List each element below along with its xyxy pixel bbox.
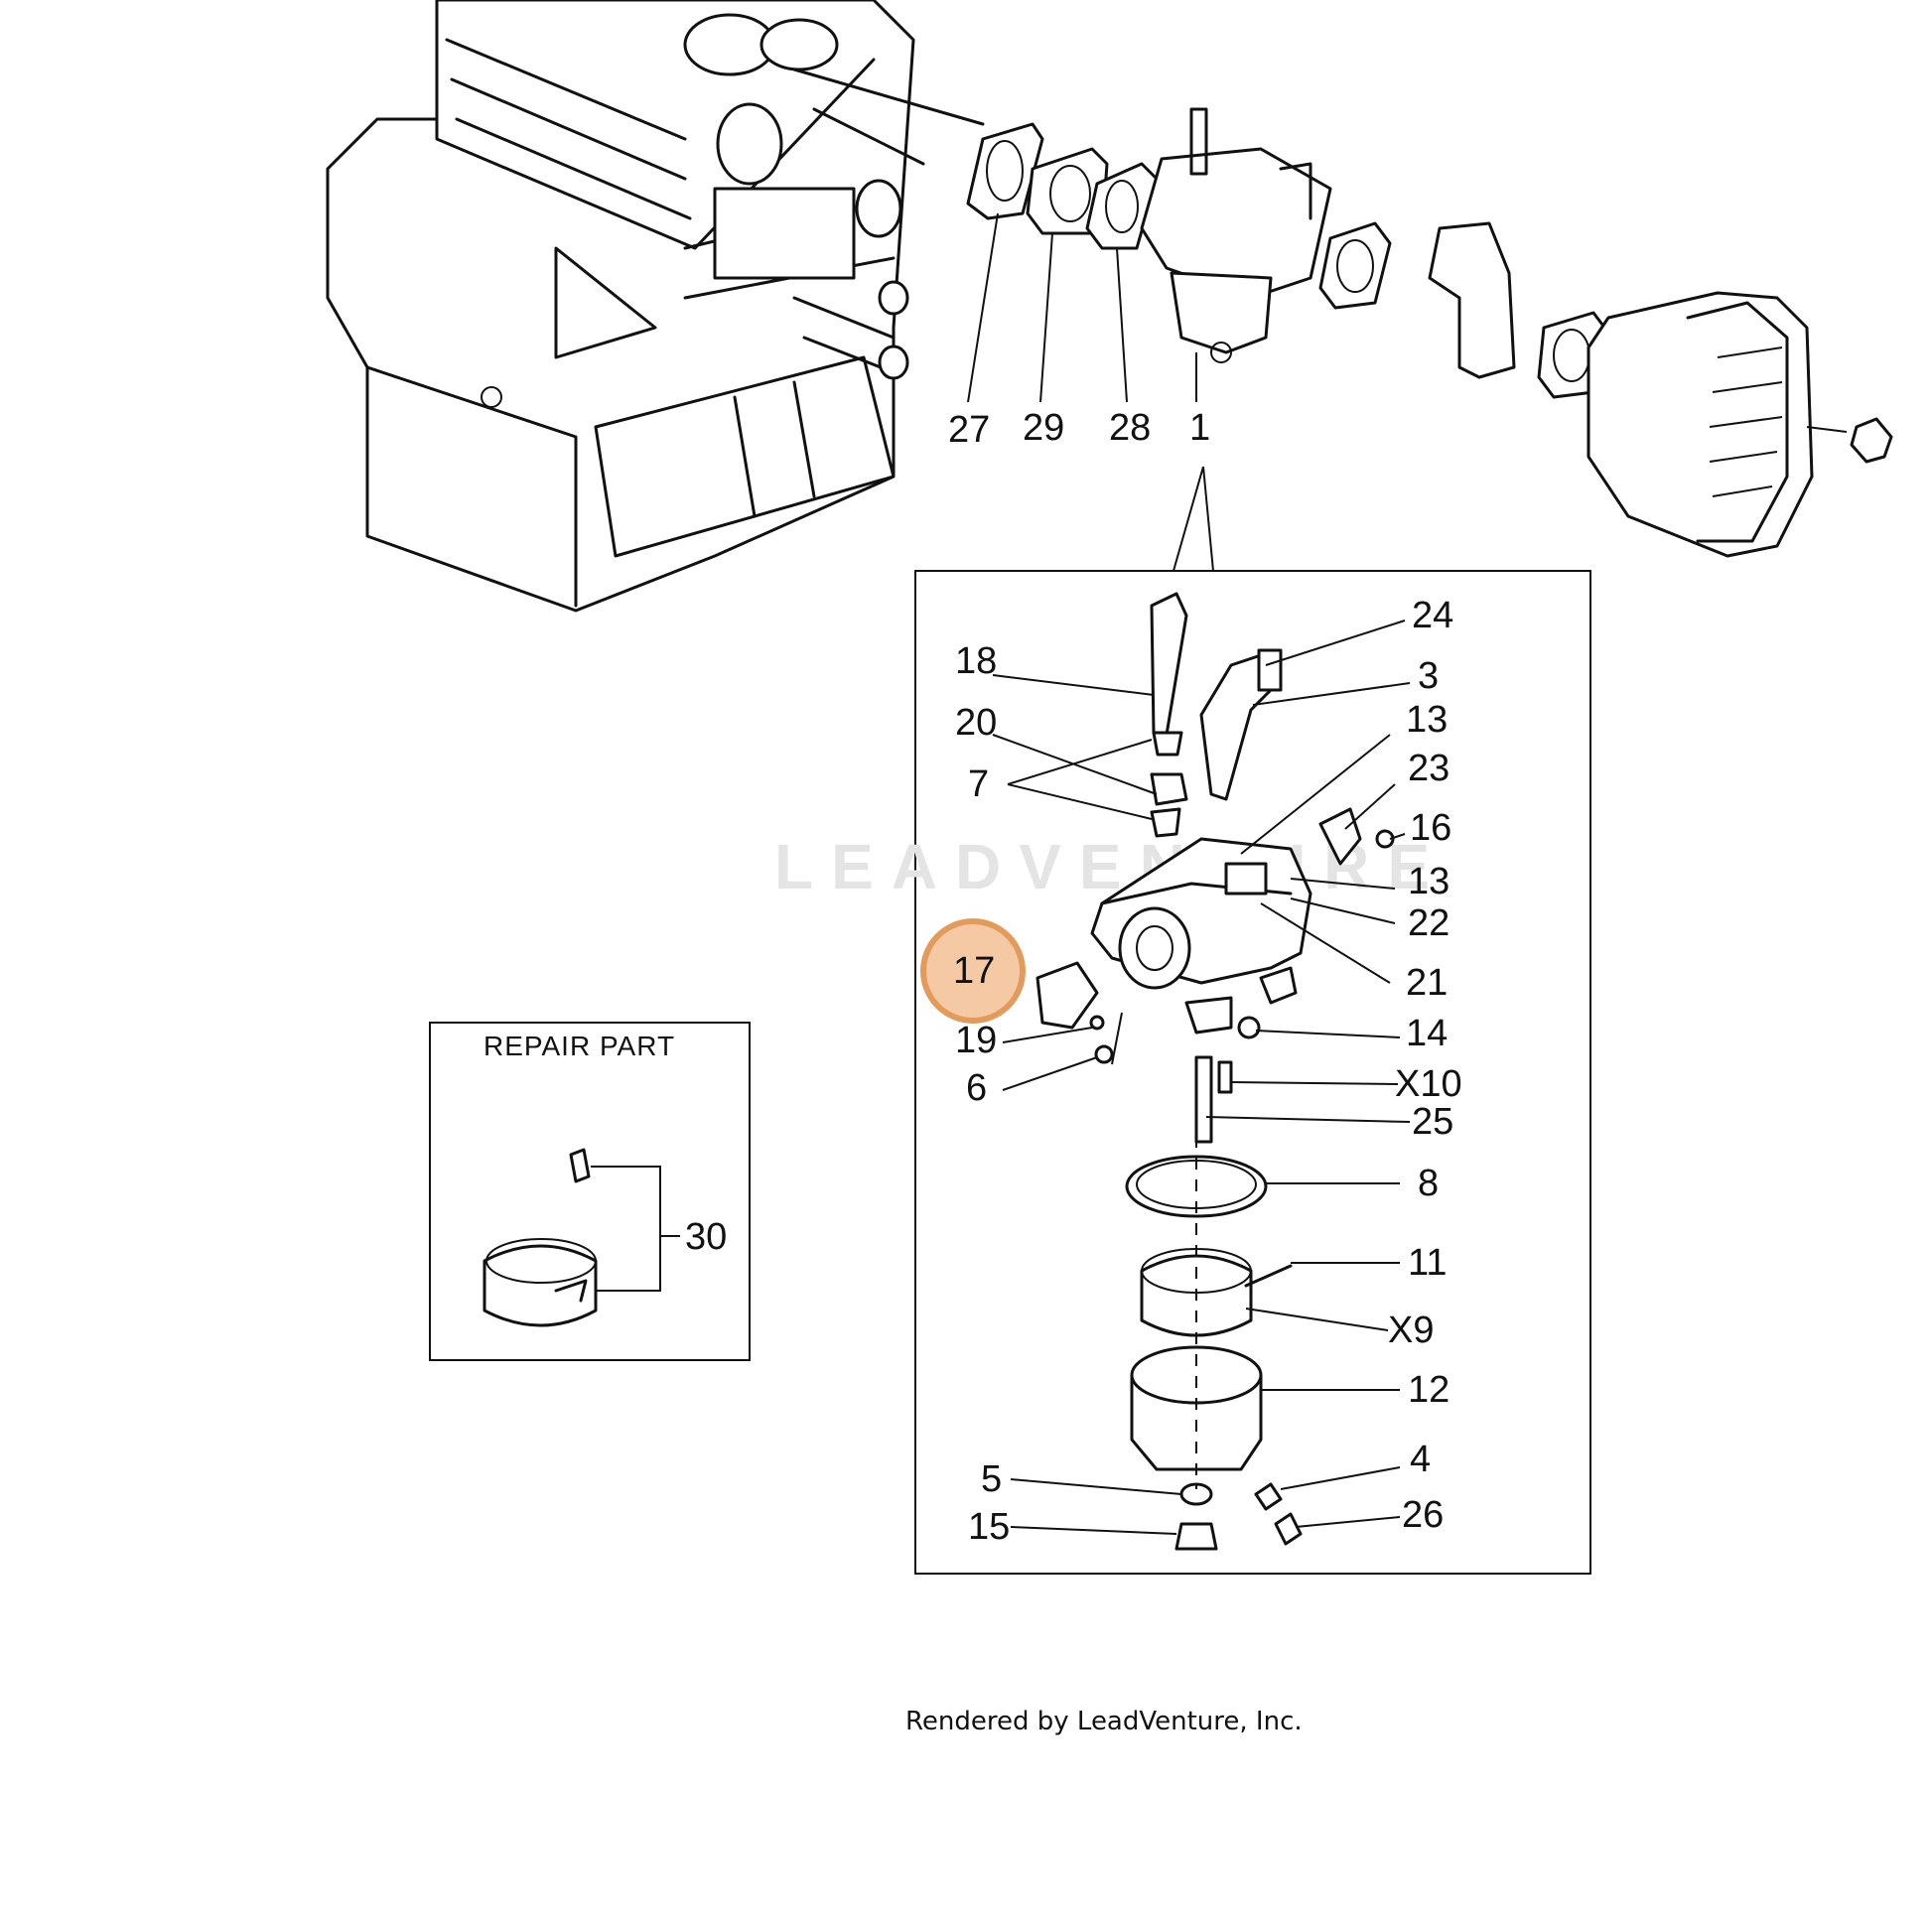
callout-20: 20 — [955, 702, 997, 744]
callout-3: 3 — [1418, 655, 1439, 697]
engine-block-drawing — [326, 0, 985, 613]
callout-21: 21 — [1406, 962, 1448, 1004]
callout-15: 15 — [968, 1506, 1010, 1548]
callout-30: 30 — [685, 1216, 727, 1258]
callout-22: 22 — [1408, 902, 1449, 944]
callout-25: 25 — [1412, 1101, 1453, 1143]
detail-leaders — [992, 620, 1411, 1535]
callout-4: 4 — [1410, 1439, 1431, 1480]
detail-callouts-left: 18 20 7 17 19 6 5 15 — [953, 640, 1010, 1548]
callout-28: 28 — [1109, 407, 1151, 449]
callout-24: 24 — [1412, 595, 1453, 636]
callout-x10: X10 — [1395, 1063, 1462, 1105]
top-callouts: 27 29 28 1 — [948, 212, 1214, 572]
intake-gaskets-drawing — [966, 122, 1159, 250]
highlight-marker[interactable] — [920, 918, 1026, 1024]
callout-17: 17 — [953, 950, 995, 992]
carburetor-drawing — [1140, 107, 1332, 363]
callout-8: 8 — [1418, 1163, 1439, 1204]
callout-13b: 13 — [1408, 861, 1449, 902]
repair-part-title: REPAIR PART — [483, 1031, 675, 1061]
detail-callouts-right: 24 3 13 23 16 13 22 21 14 X10 25 8 11 X9… — [1388, 595, 1462, 1536]
carburetor-exploded-drawing — [1035, 592, 1395, 1551]
callout-1: 1 — [1189, 407, 1210, 449]
callout-27: 27 — [948, 409, 990, 451]
watermark: LEADVENTURE — [774, 831, 1448, 902]
callout-19: 19 — [955, 1020, 997, 1061]
callout-5: 5 — [981, 1458, 1002, 1500]
air-filter-drawing — [1318, 221, 1893, 558]
callout-29: 29 — [1023, 407, 1064, 449]
callout-18: 18 — [955, 640, 997, 682]
callout-x9: X9 — [1388, 1310, 1434, 1351]
callout-12: 12 — [1408, 1369, 1449, 1411]
repair-part-box: REPAIR PART 30 — [429, 1022, 751, 1361]
callout-7: 7 — [968, 763, 989, 805]
callout-6: 6 — [966, 1067, 987, 1109]
callout-11: 11 — [1408, 1242, 1447, 1284]
footer-credit: Rendered by LeadVenture, Inc. — [905, 1707, 1303, 1736]
callout-26: 26 — [1402, 1494, 1444, 1536]
callout-14: 14 — [1406, 1013, 1448, 1054]
callout-16: 16 — [1410, 807, 1451, 849]
detail-frame — [914, 570, 1591, 1575]
callout-23: 23 — [1408, 748, 1449, 789]
callout-13a: 13 — [1406, 699, 1448, 741]
